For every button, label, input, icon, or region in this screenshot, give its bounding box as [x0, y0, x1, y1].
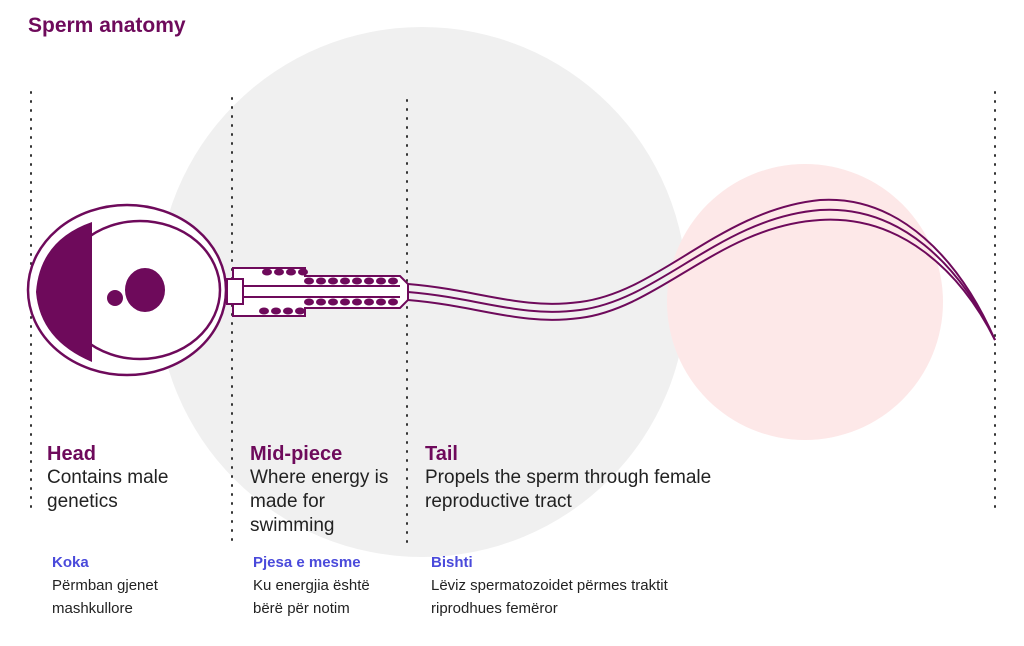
mitochondrion	[328, 277, 338, 285]
head-heading: Head	[47, 443, 96, 465]
tail-shape	[407, 198, 996, 341]
mitochondrion	[274, 268, 284, 276]
mitochondrion	[352, 277, 362, 285]
mitochondrion	[304, 277, 314, 285]
mitochondrion	[262, 268, 272, 276]
mitochondrion	[388, 298, 398, 306]
mitochondrion	[271, 307, 281, 315]
midpiece-description: Where energy is made for swimming	[250, 467, 389, 536]
mitochondrion	[364, 298, 374, 306]
background-pink-circle	[667, 164, 943, 440]
tail-heading: Tail	[425, 443, 458, 465]
koka-heading: Koka	[52, 554, 89, 571]
bishti-description: Lëviz spermatozoidet përmes traktit ripr…	[431, 577, 668, 617]
mitochondrion	[388, 277, 398, 285]
mitochondrion	[376, 277, 386, 285]
mitochondrion	[283, 307, 293, 315]
mitochondrion	[352, 298, 362, 306]
pjesa-heading: Pjesa e mesme	[253, 554, 361, 571]
mitochondrion	[340, 298, 350, 306]
head-description: Contains male genetics	[47, 467, 169, 512]
mitochondrion	[286, 268, 296, 276]
mitochondrion	[298, 268, 308, 276]
mitochondrion	[295, 307, 305, 315]
midpiece-shape	[226, 267, 409, 317]
koka-description: Përmban gjenet mashkullore	[52, 577, 158, 617]
mitochondrion	[316, 277, 326, 285]
page-title: Sperm anatomy	[28, 14, 186, 37]
mitochondrion	[259, 307, 269, 315]
mitochondrion	[304, 298, 314, 306]
background-gray-circle	[157, 27, 687, 557]
mitochondrion	[328, 298, 338, 306]
pjesa-description: Ku energjia është bërë për notim	[253, 577, 370, 617]
mitochondrion	[340, 277, 350, 285]
mitochondrion	[316, 298, 326, 306]
bishti-heading: Bishti	[431, 554, 473, 571]
mitochondria	[259, 268, 398, 315]
mitochondrion	[364, 277, 374, 285]
midpiece-heading: Mid-piece	[250, 443, 343, 465]
head-shape	[26, 203, 228, 377]
pjesa-label: Pjesa e mesme Ku energjia është bërë për …	[253, 551, 393, 620]
tail-description: Propels the sperm through female reprodu…	[425, 467, 712, 512]
mitochondrion	[376, 298, 386, 306]
